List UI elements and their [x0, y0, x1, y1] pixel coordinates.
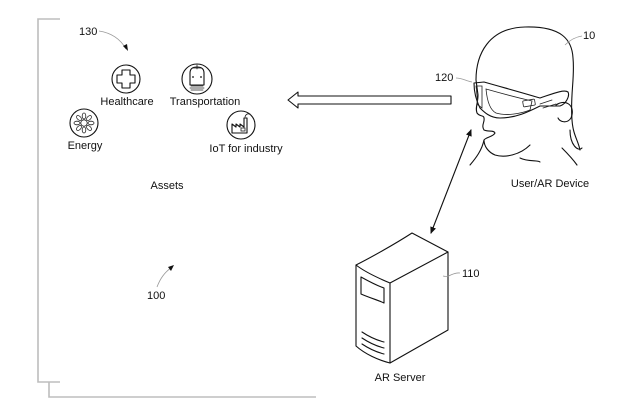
ref-10: 10 — [583, 30, 595, 42]
server-label: AR Server — [375, 372, 426, 384]
ref-110: 110 — [462, 268, 480, 280]
asset-energy: Energy — [68, 108, 103, 152]
asset-iot-industry: IoT for industry — [209, 110, 283, 155]
system-reference: 100 — [147, 265, 174, 302]
leader-10 — [564, 35, 583, 46]
asset-label-iot-industry: IoT for industry — [209, 143, 283, 155]
asset-label-transportation: Transportation — [170, 96, 241, 108]
tower-server-icon — [355, 232, 449, 364]
assets-title: Assets — [150, 180, 184, 192]
asset-healthcare: Healthcare — [100, 64, 154, 108]
server-reference: 110 — [442, 268, 480, 280]
medical-cross-icon — [111, 64, 141, 94]
asset-label-healthcare: Healthcare — [100, 96, 153, 108]
assets-group-reference: 130 — [79, 26, 128, 51]
device-server-link-arrow — [430, 129, 472, 234]
asset-transportation: Transportation — [170, 63, 241, 108]
leader-arrow-100 — [156, 267, 172, 288]
ref-130: 130 — [79, 26, 97, 38]
arrowhead-130 — [123, 44, 128, 51]
user-reference: 10 — [564, 30, 595, 46]
train-icon — [181, 63, 213, 95]
sun-flower-icon — [69, 108, 99, 138]
person-with-ar-goggles-icon — [469, 26, 583, 166]
user-device-label: User/AR Device — [511, 178, 589, 190]
leader-110 — [442, 272, 461, 277]
leader-arrow-130 — [98, 30, 127, 50]
leader-120 — [455, 77, 473, 83]
asset-label-energy: Energy — [68, 140, 103, 152]
factory-icon — [226, 110, 256, 140]
ar-device-reference: 120 — [435, 72, 473, 84]
data-flow-arrow — [287, 91, 452, 109]
figure-frame — [37, 18, 316, 398]
arrowhead-100 — [168, 265, 174, 271]
ref-120: 120 — [435, 72, 453, 84]
ref-100: 100 — [147, 290, 165, 302]
